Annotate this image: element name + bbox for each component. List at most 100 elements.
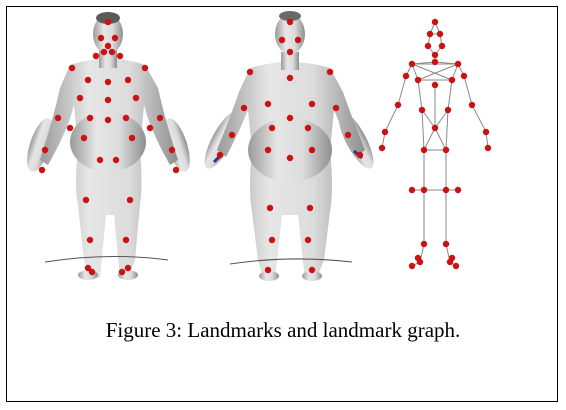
landmark-dot bbox=[437, 31, 443, 37]
landmark-dot bbox=[105, 97, 111, 103]
landmark-dot bbox=[217, 152, 223, 158]
landmark-dot bbox=[265, 147, 271, 153]
landmark-dot bbox=[333, 105, 339, 111]
landmark-dot bbox=[345, 132, 351, 138]
landmark-dot bbox=[443, 241, 449, 247]
landmark-dot bbox=[105, 43, 111, 49]
landmark-dot bbox=[453, 263, 459, 269]
landmark-dot bbox=[55, 115, 61, 121]
landmark-dot bbox=[419, 107, 425, 113]
landmark-dot bbox=[307, 205, 313, 211]
landmark-dot bbox=[443, 187, 449, 193]
landmark-dot bbox=[382, 129, 388, 135]
landmark-dot bbox=[455, 187, 461, 193]
landmark-dot bbox=[409, 61, 415, 67]
landmark-dot bbox=[129, 135, 135, 141]
landmark-dot bbox=[67, 125, 73, 131]
landmark-dot bbox=[327, 69, 333, 75]
landmark-dot bbox=[432, 125, 438, 131]
landmark-dot bbox=[415, 77, 421, 83]
figure-caption: Figure 3: Landmarks and landmark graph. bbox=[0, 318, 566, 343]
landmark-dot bbox=[269, 237, 275, 243]
landmark-dot bbox=[98, 35, 104, 41]
landmark-dot bbox=[265, 101, 271, 107]
landmark-dot bbox=[469, 102, 475, 108]
landmark-dot bbox=[229, 132, 235, 138]
landmark-dot bbox=[415, 255, 421, 261]
landmark-dot bbox=[309, 101, 315, 107]
landmark-dot bbox=[123, 115, 129, 121]
landmark-dot bbox=[157, 115, 163, 121]
landmark-dot bbox=[125, 265, 131, 271]
landmark-dot bbox=[295, 37, 301, 43]
landmark-dot bbox=[432, 19, 438, 25]
landmark-dot bbox=[81, 135, 87, 141]
landmark-dot bbox=[287, 19, 293, 25]
landmark-dot bbox=[279, 37, 285, 43]
landmark-dot bbox=[409, 263, 415, 269]
landmark-dot bbox=[409, 187, 415, 193]
landmark-dot bbox=[443, 147, 449, 153]
landmark-dot bbox=[421, 241, 427, 247]
landmark-dot bbox=[241, 105, 247, 111]
landmark-dot bbox=[85, 77, 91, 83]
landmark-dot bbox=[109, 49, 115, 55]
landmark-dot bbox=[127, 197, 133, 203]
landmark-dot bbox=[357, 152, 363, 158]
landmark-dot bbox=[87, 237, 93, 243]
landmark-dot bbox=[39, 167, 45, 173]
landmark-dot bbox=[461, 73, 467, 79]
landmark-dot bbox=[125, 77, 131, 83]
landmark-dot bbox=[287, 155, 293, 161]
landmark-dot bbox=[287, 75, 293, 81]
landmark-dot bbox=[269, 125, 275, 131]
landmark-dot bbox=[267, 205, 273, 211]
landmark-dot bbox=[133, 95, 139, 101]
landmark-dot bbox=[117, 53, 123, 59]
landmark-dot bbox=[432, 82, 438, 88]
landmark-dot bbox=[169, 147, 175, 153]
landmark-dot bbox=[113, 157, 119, 163]
landmark-dot bbox=[439, 43, 445, 49]
landmark-dot bbox=[485, 145, 491, 151]
landmark-dot bbox=[83, 197, 89, 203]
landmark-dot bbox=[421, 187, 427, 193]
landmark-dot bbox=[93, 53, 99, 59]
landmark-dot bbox=[449, 255, 455, 261]
landmark-dot bbox=[432, 59, 438, 65]
landmark-dot bbox=[432, 52, 438, 58]
landmark-dot bbox=[123, 237, 129, 243]
landmark-dot bbox=[483, 129, 489, 135]
landmark-dot bbox=[287, 115, 293, 121]
landmark-dot bbox=[265, 267, 271, 273]
landmark-dot bbox=[287, 49, 293, 55]
landmark-dot bbox=[69, 65, 75, 71]
landmark-dot bbox=[173, 167, 179, 173]
landmark-graph bbox=[382, 22, 488, 266]
landmark-dot bbox=[42, 147, 48, 153]
landmark-dot bbox=[97, 157, 103, 163]
landmark-dot bbox=[105, 79, 111, 85]
landmark-dot bbox=[105, 117, 111, 123]
landmark-dot bbox=[119, 269, 125, 275]
landmark-dot bbox=[309, 267, 315, 273]
landmark-dot bbox=[142, 65, 148, 71]
landmark-dot bbox=[309, 147, 315, 153]
landmark-dot bbox=[77, 95, 83, 101]
landmark-dot bbox=[101, 49, 107, 55]
landmark-dot bbox=[147, 125, 153, 131]
landmark-dot bbox=[105, 19, 111, 25]
landmark-dot bbox=[247, 69, 253, 75]
landmark-dot bbox=[305, 237, 311, 243]
landmark-dot bbox=[305, 125, 311, 131]
landmark-dot bbox=[379, 145, 385, 151]
landmark-dot bbox=[425, 43, 431, 49]
landmark-dot bbox=[455, 61, 461, 67]
landmark-dot bbox=[445, 107, 451, 113]
landmark-dot bbox=[89, 269, 95, 275]
front-body-scan bbox=[22, 12, 195, 280]
landmark-dot bbox=[421, 147, 427, 153]
landmark-dot bbox=[449, 77, 455, 83]
landmark-dot bbox=[112, 35, 118, 41]
